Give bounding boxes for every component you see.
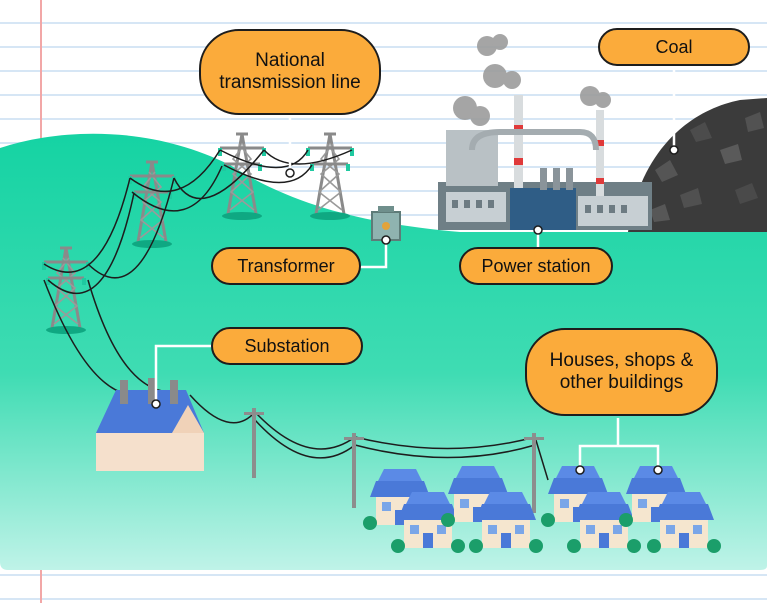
leader-dots [151, 145, 679, 475]
coal-heap [628, 98, 767, 232]
substation-label: Substation [211, 327, 363, 365]
utility-poles [244, 408, 544, 513]
power-station [438, 34, 652, 230]
transmission-wires [43, 149, 549, 481]
houses-shops-other-buildings-label: Houses, shops & other buildings [525, 328, 718, 416]
coal-label: Coal [598, 28, 750, 66]
power-station-label: Power station [459, 247, 613, 285]
transformer-label: Transformer [211, 247, 361, 285]
transformer-device [371, 206, 401, 241]
substation-building [96, 378, 204, 471]
leader-lines [154, 70, 676, 468]
national-transmission-line-label: National transmission line [199, 29, 381, 115]
